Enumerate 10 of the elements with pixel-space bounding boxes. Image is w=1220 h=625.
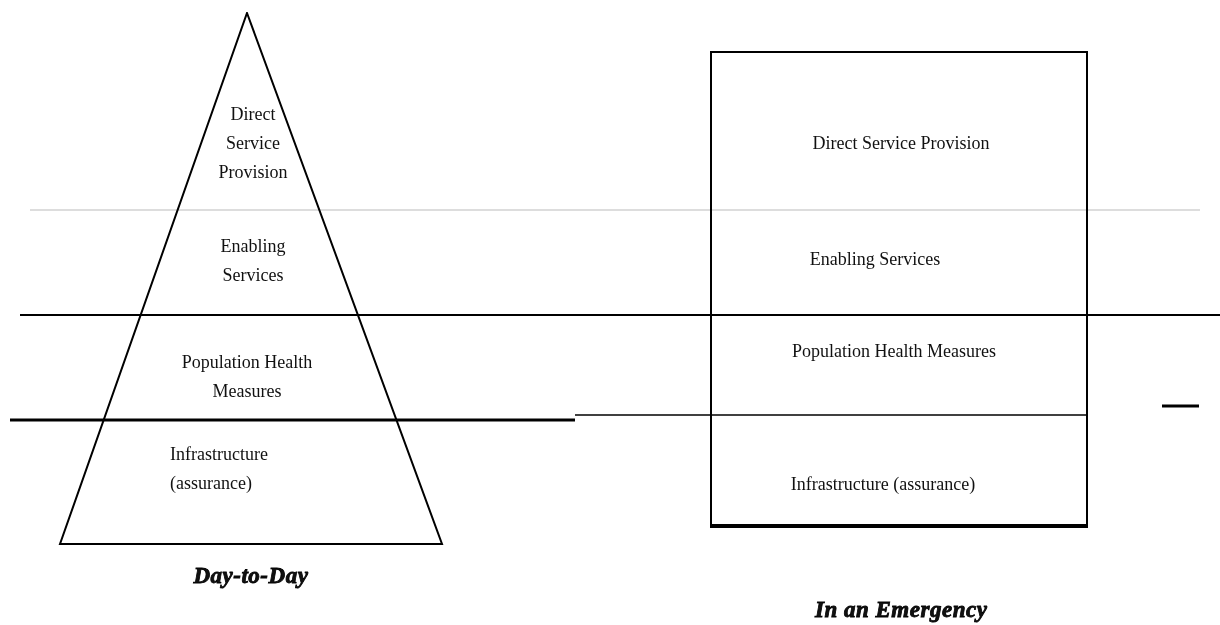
layer-label: Direct Service Provision — [811, 132, 991, 155]
panel-caption: Day-to-Day — [193, 563, 309, 589]
layer-label: Infrastructure (assurance) — [789, 473, 977, 496]
layer-label: Enabling Services — [808, 248, 942, 271]
panel-caption: In an Emergency — [815, 597, 988, 623]
layer-label: Infrastructure (assurance) — [170, 443, 269, 495]
layer-label: Population Health Measures — [791, 340, 997, 363]
layer-label: Direct Service Provision — [217, 103, 289, 184]
layer-label: Enabling Services — [219, 235, 287, 287]
layer-label: Population Health Measures — [180, 351, 314, 403]
